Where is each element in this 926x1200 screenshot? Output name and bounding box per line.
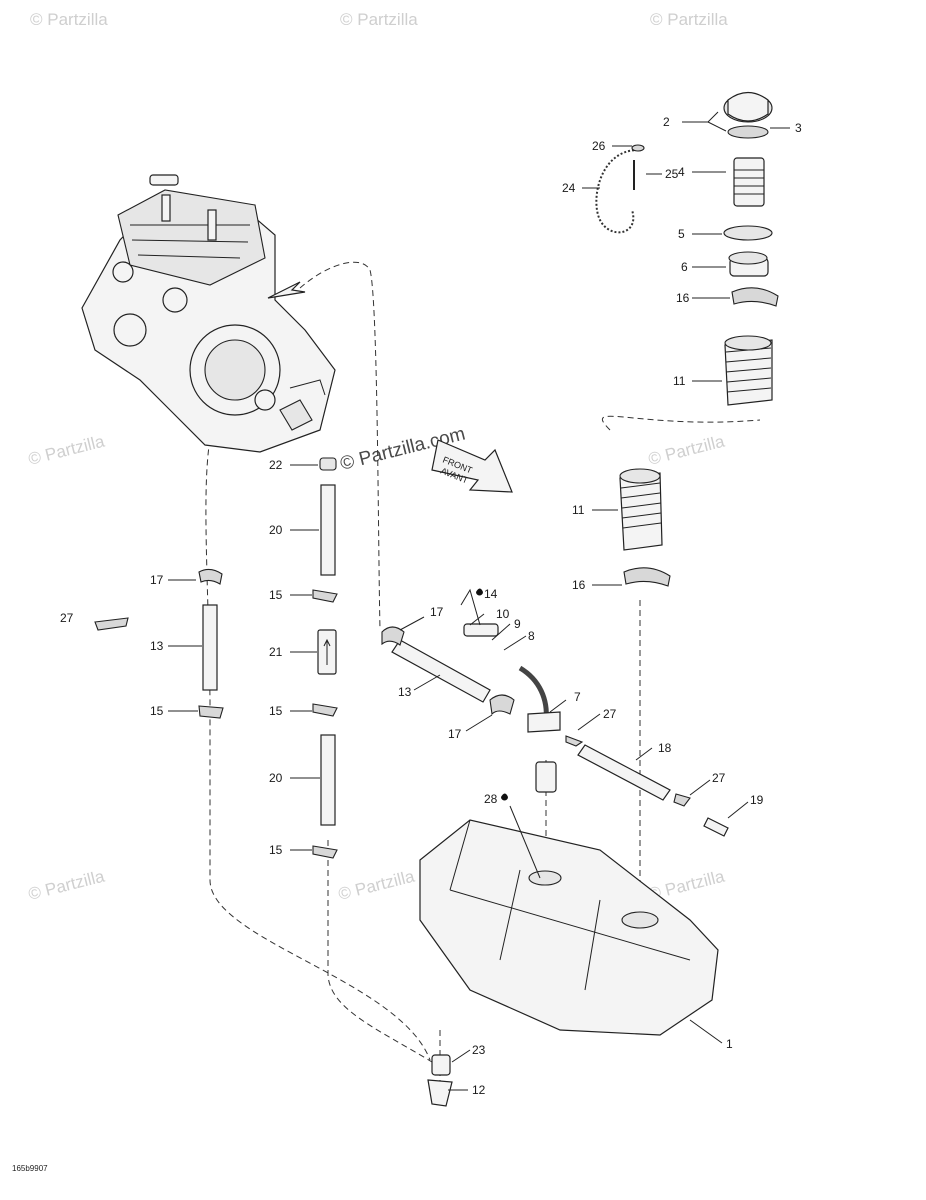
callout-15: 15 bbox=[150, 704, 164, 718]
watermark: © Partzilla bbox=[650, 10, 728, 29]
watermark: © Partzilla bbox=[26, 432, 107, 469]
filler-cap-assembly bbox=[723, 91, 779, 406]
callout-15: 15 bbox=[269, 704, 283, 718]
callout-11: 11 bbox=[673, 374, 686, 388]
callout-27: 27 bbox=[712, 771, 726, 785]
fuel-lines-center bbox=[381, 623, 729, 837]
callout-3: 3 bbox=[795, 121, 802, 135]
callout-16: 16 bbox=[676, 291, 690, 305]
tether-chain bbox=[595, 144, 645, 234]
callout-10: 10 bbox=[496, 607, 510, 621]
callout-2: 2 bbox=[663, 115, 670, 129]
callout-11: 11 bbox=[572, 503, 585, 517]
callouts: 2 3 26 4 25 24 5 6 16 11 22 20 11 17 16 … bbox=[60, 115, 802, 1097]
watermark: © Partzilla bbox=[336, 867, 417, 904]
drop-icon bbox=[501, 793, 509, 801]
callout-18: 18 bbox=[658, 741, 672, 755]
fuel-tank bbox=[419, 819, 719, 1107]
callout-6: 6 bbox=[681, 260, 688, 274]
callout-13: 13 bbox=[150, 639, 164, 653]
callout-23: 23 bbox=[472, 1043, 486, 1057]
callout-12: 12 bbox=[472, 1083, 486, 1097]
callout-21: 21 bbox=[269, 645, 283, 659]
fuel-lines-left bbox=[94, 457, 338, 859]
callout-7: 7 bbox=[574, 690, 581, 704]
drop-icon bbox=[476, 588, 483, 596]
callout-15: 15 bbox=[269, 588, 283, 602]
callout-20: 20 bbox=[269, 771, 283, 785]
callout-28: 28 bbox=[484, 792, 498, 806]
watermark: © Partzilla bbox=[646, 432, 727, 469]
callout-19: 19 bbox=[750, 793, 764, 807]
callout-15: 15 bbox=[269, 843, 283, 857]
watermark: © Partzilla bbox=[30, 10, 108, 29]
callout-4: 4 bbox=[678, 165, 685, 179]
callout-16: 16 bbox=[572, 578, 586, 592]
callout-22: 22 bbox=[269, 458, 283, 472]
watermark: © Partzilla bbox=[340, 10, 418, 29]
engine bbox=[81, 174, 336, 453]
neck-bellows bbox=[619, 468, 671, 587]
watermark: © Partzilla bbox=[26, 867, 107, 904]
callout-1: 1 bbox=[726, 1037, 733, 1051]
callout-5: 5 bbox=[678, 227, 685, 241]
callout-17: 17 bbox=[430, 605, 444, 619]
drawing-code: 165b9907 bbox=[12, 1164, 48, 1173]
callout-17: 17 bbox=[150, 573, 164, 587]
callout-27: 27 bbox=[603, 707, 617, 721]
leader-lines bbox=[168, 111, 790, 1091]
routing-lines bbox=[205, 261, 761, 1095]
callout-20: 20 bbox=[269, 523, 283, 537]
callout-8: 8 bbox=[528, 629, 535, 643]
callout-14: 14 bbox=[484, 587, 498, 601]
callout-24: 24 bbox=[562, 181, 576, 195]
front-arrow: FRONT AVANT bbox=[431, 439, 513, 493]
callout-26: 26 bbox=[592, 139, 606, 153]
callout-13: 13 bbox=[398, 685, 412, 699]
callout-25: 25 bbox=[665, 167, 679, 181]
callout-27: 27 bbox=[60, 611, 74, 625]
callout-17: 17 bbox=[448, 727, 462, 741]
callout-9: 9 bbox=[514, 617, 521, 631]
